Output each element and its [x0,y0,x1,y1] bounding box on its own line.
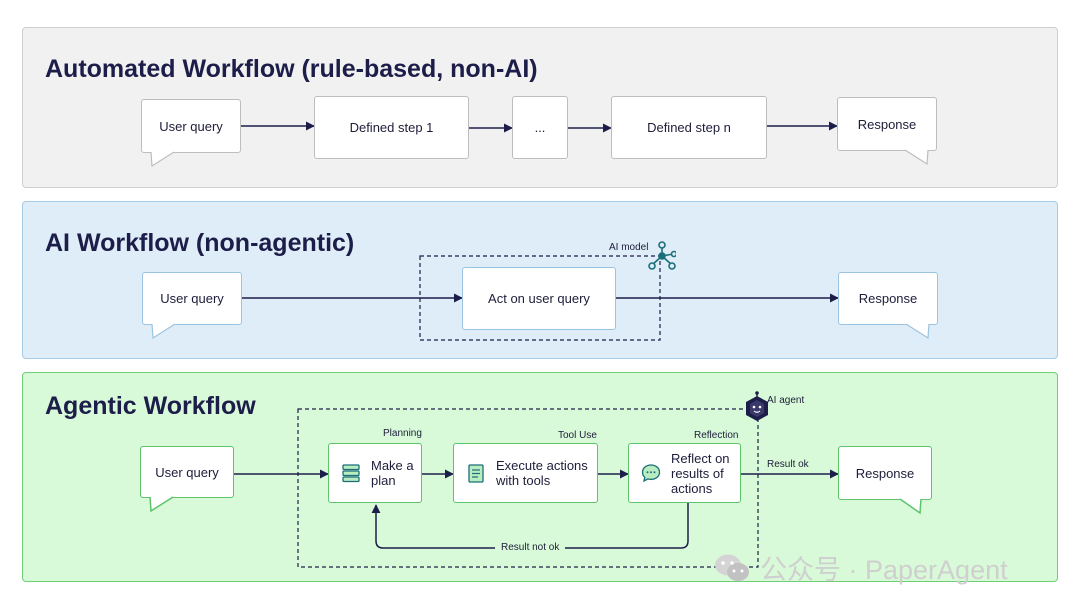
act-on-user-query-text: Act on user query [488,291,590,306]
ai-agent-label: AI agent [767,395,805,406]
defined-step-n-text: Defined step n [647,120,731,135]
rule-based-response-bubble: Response [837,97,937,151]
ai-user-query-bubble: User query [142,272,242,325]
agentic-user-query-text: User query [155,464,219,480]
planning-label: Planning [383,428,422,439]
bubble-tail [150,151,175,168]
reflect-box: Reflect on results of actions [628,443,741,503]
agentic-response-bubble: Response [838,446,932,500]
ai-user-query-text: User query [160,291,224,306]
agentic-workflow-title: Agentic Workflow [45,392,256,420]
reflection-label: Reflection [694,430,739,441]
watermark-text: 公众号 · PaperAgent [760,555,1008,585]
defined-step-n-box: Defined step n [611,96,767,159]
result-not-ok-label: Result not ok [495,542,566,553]
defined-step-1-box: Defined step 1 [314,96,469,159]
ai-agent-dashed-frame [297,408,759,568]
rule-based-response-text: Response [857,116,917,132]
agentic-user-query-bubble: User query [140,446,234,498]
agentic-response-text: Response [855,465,915,481]
ai-response-bubble: Response [838,272,938,325]
watermark: 公众号 · PaperAgent [712,548,1008,587]
rule-based-user-query-bubble: User query [141,99,241,153]
make-a-plan-text: Make a plan [371,458,414,488]
execute-actions-box: Execute actions with tools [453,443,598,503]
act-on-user-query-box: Act on user query [462,267,616,330]
chat-bubble-icon [641,463,661,483]
ai-agent-robot-icon [746,391,768,421]
ellipsis-step-box: ... [512,96,568,159]
bubble-tail [904,149,929,166]
wechat-icon [715,554,749,581]
ai-response-text: Response [858,291,918,306]
stack-icon [341,463,361,483]
ai-workflow-title: AI Workflow (non-agentic) [45,229,355,257]
bubble-tail [149,496,174,513]
tool-use-label: Tool Use [558,430,597,441]
document-icon [466,463,486,483]
defined-step-1-text: Defined step 1 [349,120,434,135]
result-ok-label: Result ok [767,459,809,470]
ellipsis-step-text: ... [534,120,546,135]
bubble-tail [899,498,922,515]
make-a-plan-box: Make a plan [328,443,422,503]
ai-model-network-icon [648,241,676,270]
reflect-text: Reflect on results of actions [671,450,730,496]
execute-actions-text: Execute actions with tools [496,458,588,488]
bubble-tail [151,323,176,340]
bubble-tail [905,323,930,340]
rule-based-user-query-text: User query [159,118,223,134]
rule-based-workflow-title: Automated Workflow (rule-based, non-AI) [45,55,538,83]
ai-model-label: AI model [609,242,649,253]
